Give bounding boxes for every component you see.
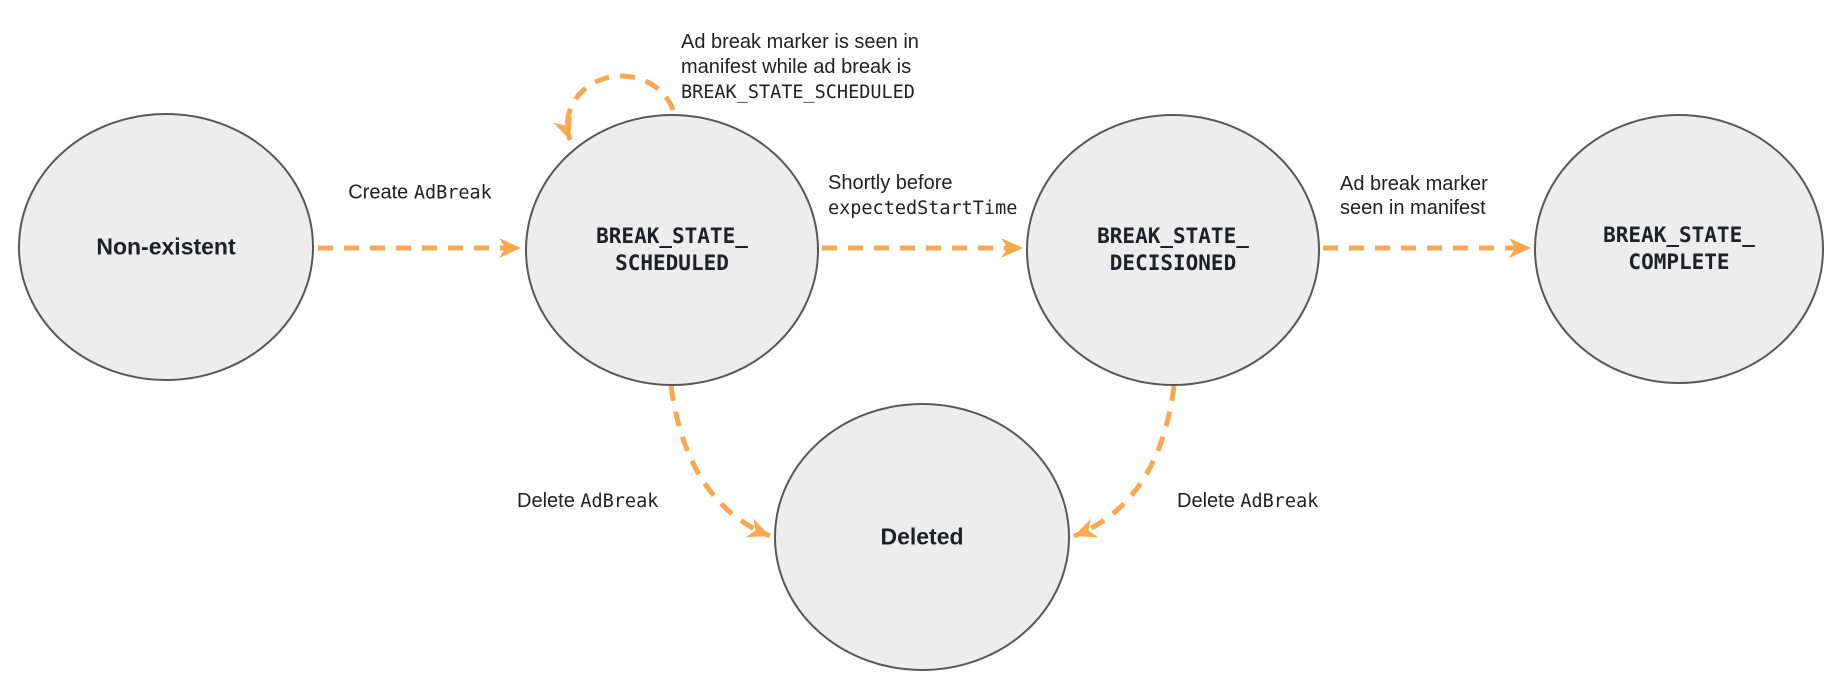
node-label-line: BREAK_STATE_ bbox=[596, 224, 748, 248]
node-deleted-circle bbox=[774, 403, 1070, 671]
edge-label-line: Ad break marker bbox=[1340, 173, 1488, 195]
node-label-deleted: Deleted bbox=[880, 523, 964, 550]
edge-label-line: Ad break marker is seen in bbox=[681, 31, 919, 53]
edge-label-delete-adbreak-left: Delete AdBreak bbox=[517, 489, 658, 514]
edge-label-line: seen in manifest bbox=[1340, 197, 1486, 219]
edge-label-line: manifest while ad break is bbox=[681, 56, 912, 78]
edge-label-text: Delete bbox=[1177, 490, 1235, 512]
node-break-state-scheduled-circle bbox=[525, 114, 819, 386]
node-break-state-complete-circle bbox=[1534, 114, 1824, 384]
edge-label-marker-seen: Ad break marker seen in manifest bbox=[1340, 172, 1488, 220]
node-label-line: COMPLETE bbox=[1628, 250, 1730, 274]
edge-label-code: BREAK_STATE_SCHEDULED bbox=[681, 82, 915, 103]
node-label-break-state-scheduled: BREAK_STATE_ SCHEDULED bbox=[596, 223, 748, 277]
edge-label-code: AdBreak bbox=[580, 491, 659, 512]
node-label-break-state-decisioned: BREAK_STATE_ DECISIONED bbox=[1097, 223, 1249, 277]
edge-label-text: Create bbox=[348, 181, 409, 204]
edge-label-code: AdBreak bbox=[413, 182, 492, 204]
node-label-line: DECISIONED bbox=[1109, 251, 1237, 275]
edge-decisioned-to-deleted-arrow bbox=[1073, 385, 1177, 539]
edge-label-text: Delete bbox=[517, 490, 575, 512]
edge-self-loop-arrow bbox=[553, 73, 676, 141]
edge-label-delete-adbreak-right: Delete AdBreak bbox=[1177, 489, 1318, 514]
node-label-break-state-complete: BREAK_STATE_ COMPLETE bbox=[1603, 222, 1755, 276]
edge-label-code: expectedStartTime bbox=[828, 198, 1018, 219]
edge-label-shortly-before: Shortly before expectedStartTime bbox=[828, 171, 1017, 221]
node-break-state-decisioned-circle bbox=[1026, 114, 1320, 386]
node-non-existent-circle bbox=[18, 113, 314, 381]
edge-scheduled-to-deleted-arrow bbox=[668, 385, 771, 539]
edge-label-code: AdBreak bbox=[1240, 491, 1319, 512]
edge-label-self-loop: Ad break marker is seen in manifest whil… bbox=[681, 30, 919, 105]
node-label-line: SCHEDULED bbox=[615, 251, 729, 275]
node-label-line: BREAK_STATE_ bbox=[1097, 224, 1249, 248]
node-label-non-existent: Non-existent bbox=[96, 233, 236, 260]
edge-label-create-adbreak: Create AdBreak bbox=[348, 181, 492, 206]
node-label-line: BREAK_STATE_ bbox=[1603, 223, 1755, 247]
edge-label-line: Shortly before bbox=[828, 172, 953, 194]
